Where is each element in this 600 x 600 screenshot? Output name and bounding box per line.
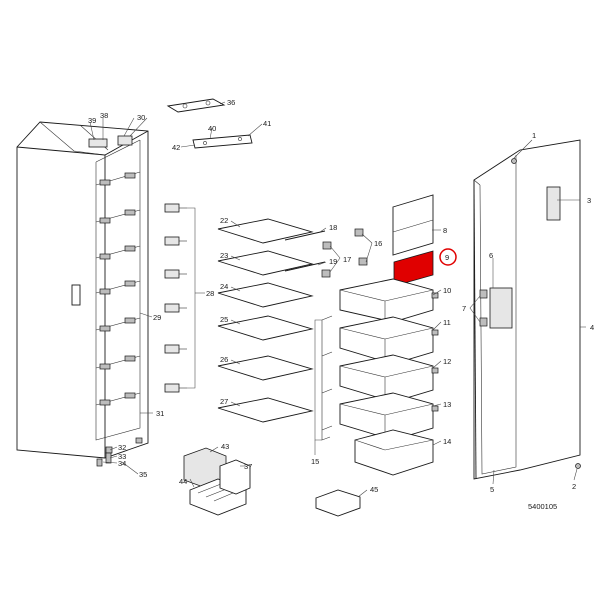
- callout-31: 31: [156, 409, 164, 418]
- callout-41: 41: [263, 119, 271, 128]
- callout-22: 22: [220, 216, 228, 225]
- ice-box: [183, 447, 251, 516]
- callout-10: 10: [443, 286, 451, 295]
- clips: [321, 228, 368, 278]
- callout-26: 26: [220, 355, 228, 364]
- shelf-support-clips: [164, 203, 187, 393]
- callout-28: 28: [206, 289, 214, 298]
- callout-25: 25: [220, 315, 228, 324]
- callout-39: 39: [88, 116, 96, 125]
- callout-6: 6: [489, 251, 493, 260]
- callout-24: 24: [220, 282, 228, 291]
- callout-19: 19: [329, 257, 337, 266]
- drawer-frame: [321, 315, 333, 441]
- callout-42: 42: [172, 143, 180, 152]
- callout-2: 2: [572, 482, 576, 491]
- callout-5: 5: [490, 485, 494, 494]
- callout-36: 36: [227, 98, 235, 107]
- callout-labels: 1 2 3 4 5 6 7 8 9 10 11 12 13 14 15 16 1…: [88, 98, 594, 511]
- flap-panel: [392, 194, 434, 256]
- callout-7: 7: [462, 304, 466, 313]
- callout-37: 37: [244, 462, 252, 471]
- leader-lines: [89, 101, 586, 498]
- callout-40: 40: [208, 124, 216, 133]
- callout-29: 29: [153, 313, 161, 322]
- callout-12: 12: [443, 357, 451, 366]
- glass-shelves: [217, 218, 314, 423]
- callout-3: 3: [587, 196, 591, 205]
- drawers: [339, 278, 434, 476]
- shelf-rails: [284, 230, 326, 272]
- callout-27: 27: [220, 397, 228, 406]
- callout-18: 18: [329, 223, 337, 232]
- highlight-circle: [439, 248, 457, 266]
- callout-17: 17: [343, 255, 351, 264]
- callout-1: 1: [532, 131, 536, 140]
- bottom-parts: [96, 452, 361, 517]
- callout-13: 13: [443, 400, 451, 409]
- callout-15: 15: [311, 457, 319, 466]
- callout-45: 45: [370, 485, 378, 494]
- callout-30: 30: [137, 113, 145, 122]
- callout-9: 9: [445, 253, 449, 262]
- callout-32: 32: [118, 443, 126, 452]
- highlighted-part-9: [393, 250, 434, 287]
- callout-33: 33: [118, 452, 126, 461]
- drawer-tabs: [431, 292, 439, 412]
- callout-8: 8: [443, 226, 447, 235]
- callout-14: 14: [443, 437, 451, 446]
- callout-16: 16: [374, 239, 382, 248]
- callout-23: 23: [220, 251, 228, 260]
- callout-11: 11: [443, 318, 451, 327]
- callout-43: 43: [221, 442, 229, 451]
- callout-35: 35: [139, 470, 147, 479]
- drawing-code: 5400105: [528, 502, 557, 511]
- callout-34: 34: [118, 459, 126, 468]
- callout-44: 44: [179, 477, 187, 486]
- callout-4: 4: [590, 323, 594, 332]
- callout-38: 38: [100, 111, 108, 120]
- cabinet-body: [16, 121, 149, 459]
- door: [473, 139, 581, 480]
